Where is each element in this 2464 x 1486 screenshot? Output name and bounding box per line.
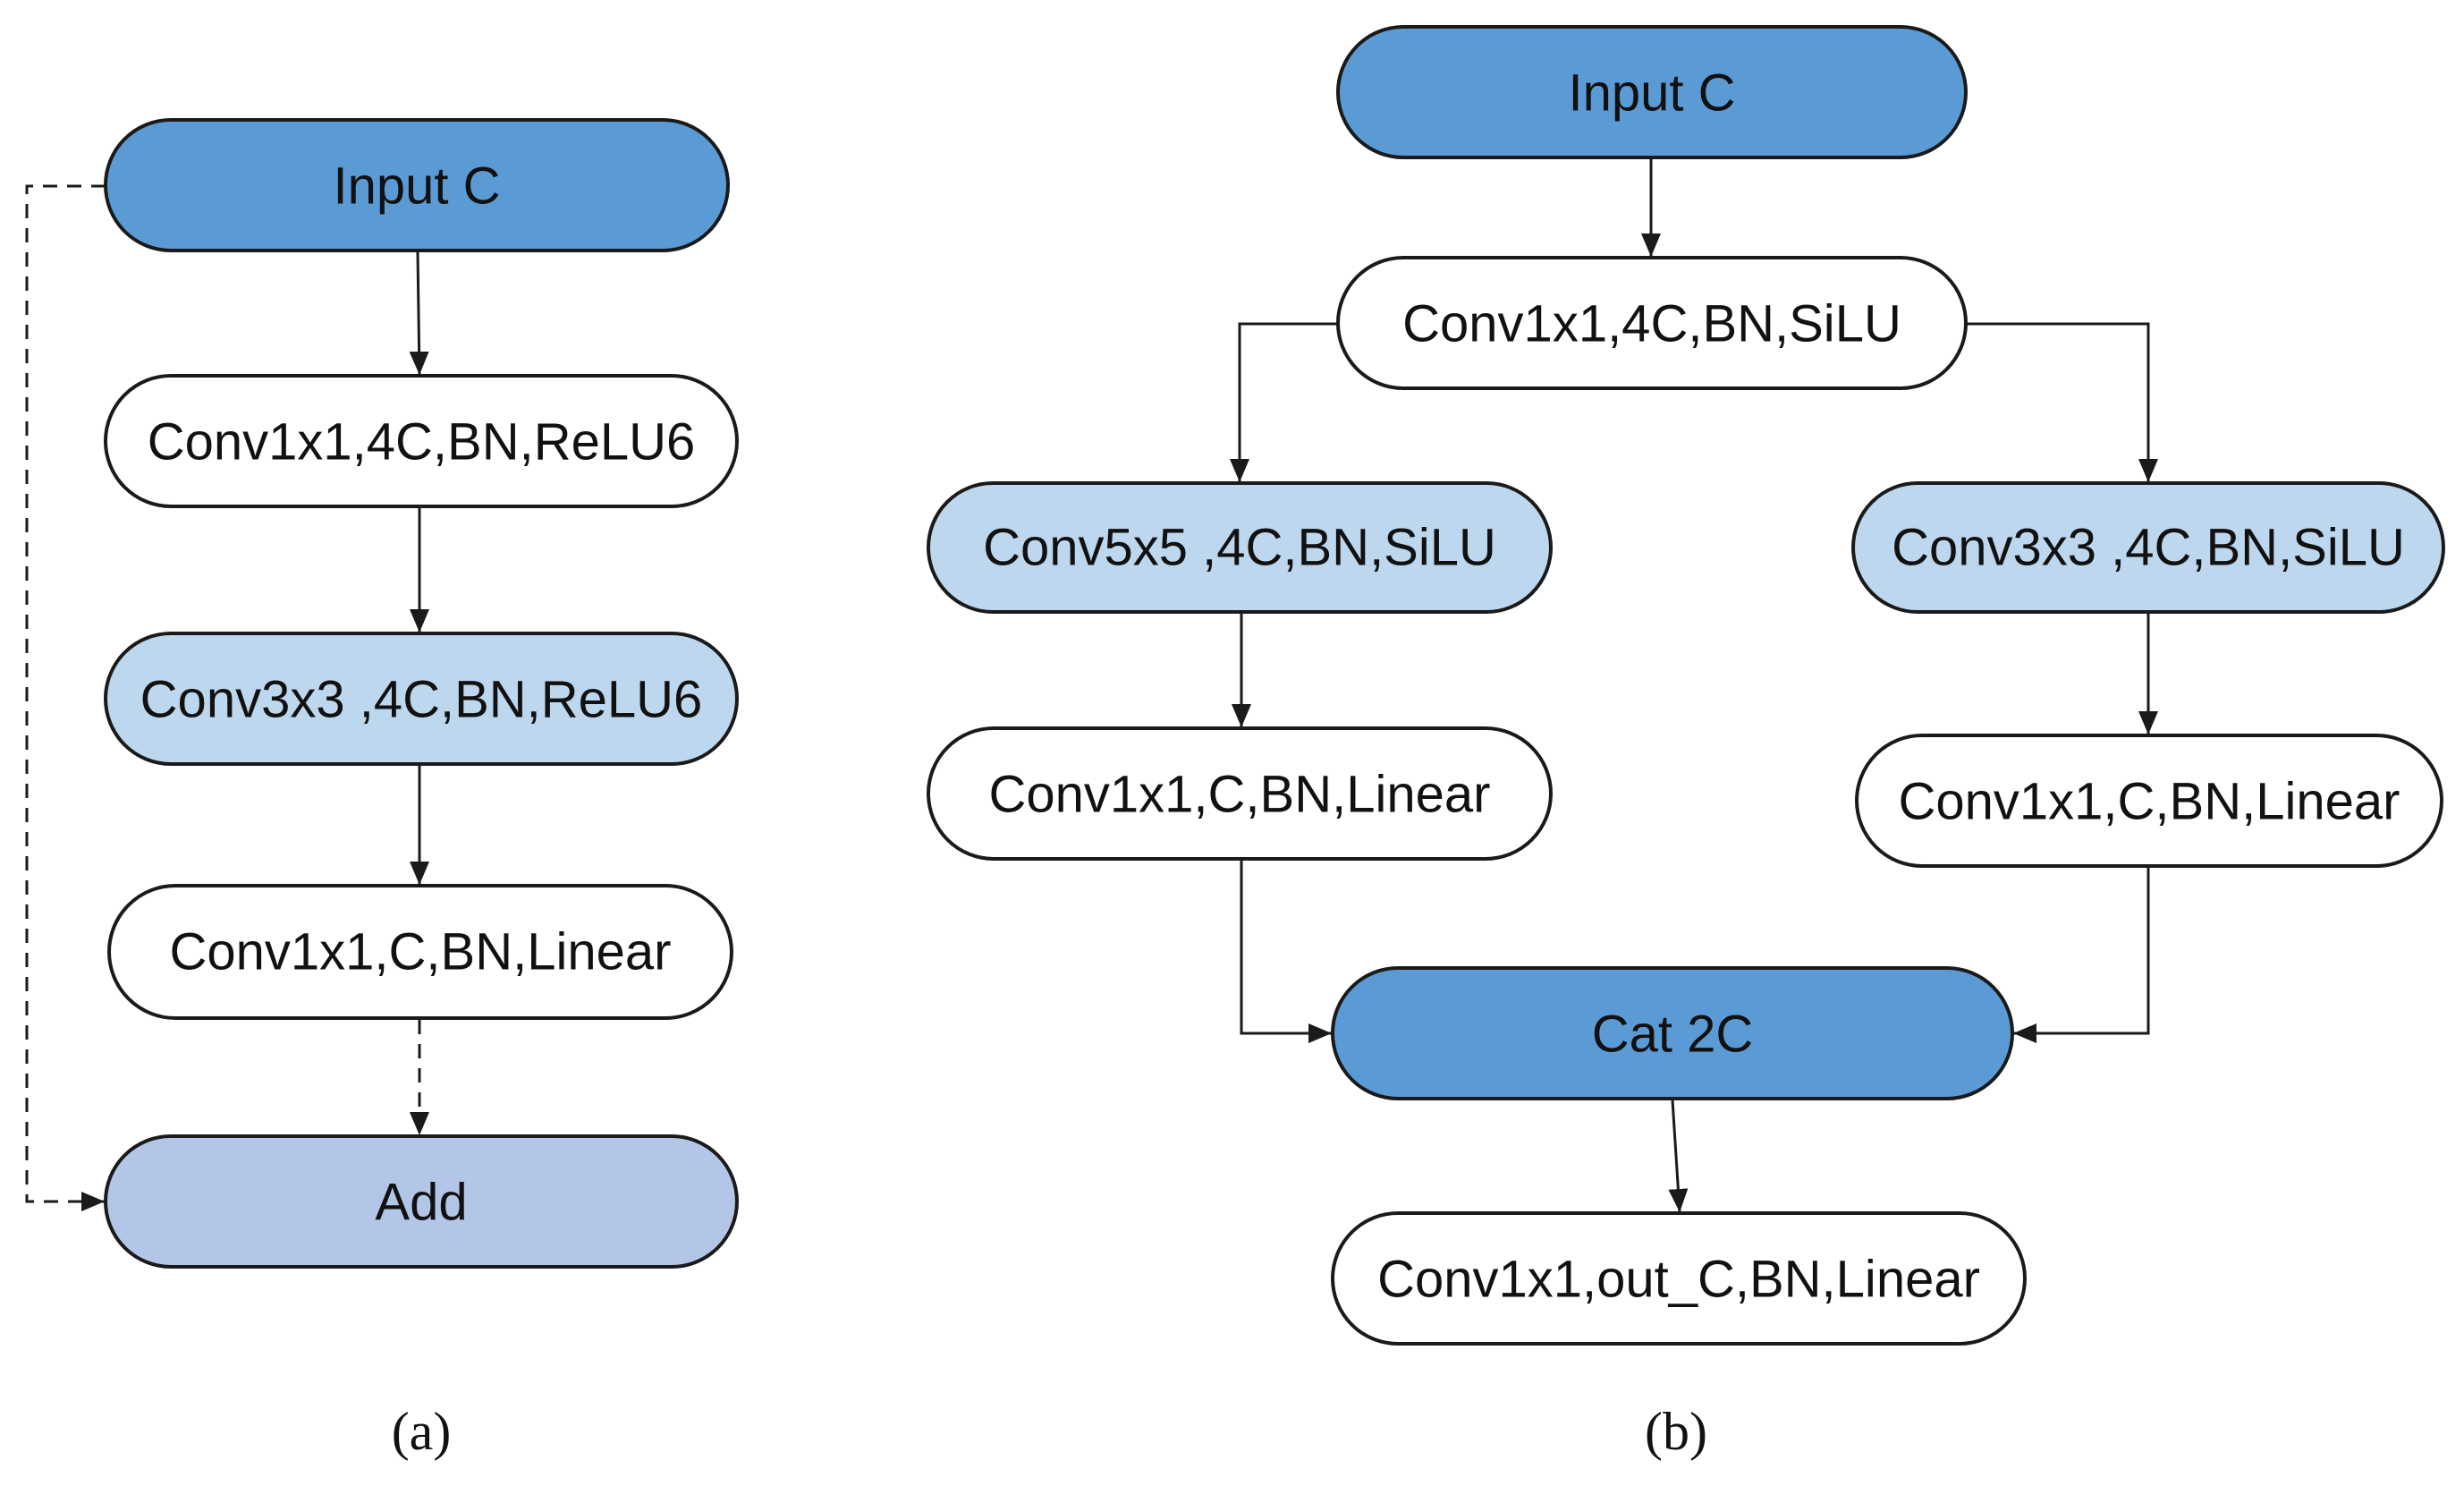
node-b-cat: Cat 2C <box>1331 966 2014 1100</box>
node-b-input: Input C <box>1336 25 1968 159</box>
edge-a-skip-connection <box>25 184 106 1211</box>
node-a-input-label: Input C <box>334 157 501 216</box>
edge-b-conv1-to-conv5 <box>1230 322 1338 482</box>
node-b-conv5x5-silu: Conv5x5 ,4C,BN,SiLU <box>927 481 1553 614</box>
node-b-conv5x5-silu-label: Conv5x5 ,4C,BN,SiLU <box>983 519 1496 577</box>
edge-a-input-to-conv1 <box>409 251 429 375</box>
node-a-conv1x1-relu6-label: Conv1x1,4C,BN,ReLU6 <box>148 413 696 471</box>
diagram-b-edges <box>1230 157 2158 1212</box>
node-b-conv1x1-linear-left: Conv1x1,C,BN,Linear <box>927 726 1553 861</box>
node-b-conv3x3-silu: Conv3x3 ,4C,BN,SiLU <box>1851 481 2445 614</box>
node-b-conv1x1-linear-right-label: Conv1x1,C,BN,Linear <box>1899 773 2400 831</box>
node-a-conv1x1-relu6: Conv1x1,4C,BN,ReLU6 <box>104 374 739 508</box>
caption-b: (b) <box>1645 1402 1707 1461</box>
node-a-input: Input C <box>104 118 730 252</box>
node-b-conv1x1-linear-left-label: Conv1x1,C,BN,Linear <box>989 766 1491 824</box>
edge-b-conv1-to-conv3 <box>1966 322 2158 482</box>
node-b-conv1x1-silu-label: Conv1x1,4C,BN,SiLU <box>1402 295 1901 353</box>
diagram-a-edges <box>25 184 429 1211</box>
caption-a: (a) <box>392 1402 452 1461</box>
diagram-a: Input C Conv1x1,4C,BN,ReLU6 Conv3x3 ,4C,… <box>25 118 739 1461</box>
node-a-conv3x3-relu6-label: Conv3x3 ,4C,BN,ReLU6 <box>140 671 703 729</box>
node-a-conv1x1-linear: Conv1x1,C,BN,Linear <box>107 884 733 1020</box>
node-b-conv1x1-silu: Conv1x1,4C,BN,SiLU <box>1336 256 1968 390</box>
node-b-conv1x1-linear-right: Conv1x1,C,BN,Linear <box>1855 734 2443 868</box>
node-b-conv1x1-out: Conv1x1,out_C,BN,Linear <box>1331 1211 2027 1346</box>
node-b-input-label: Input C <box>1569 64 1736 123</box>
node-a-add-label: Add <box>375 1174 467 1232</box>
node-b-cat-label: Cat 2C <box>1592 1006 1754 1064</box>
node-a-conv3x3-relu6: Conv3x3 ,4C,BN,ReLU6 <box>104 632 739 766</box>
diagram-b: Input C Conv1x1,4C,BN,SiLU Conv5x5 ,4C,B… <box>927 25 2445 1461</box>
node-a-add: Add <box>104 1134 739 1269</box>
node-a-conv1x1-linear-label: Conv1x1,C,BN,Linear <box>170 923 672 981</box>
node-b-conv1x1-out-label: Conv1x1,out_C,BN,Linear <box>1377 1251 1980 1309</box>
edge-b-linear-left-to-cat <box>1240 859 1332 1043</box>
edge-b-cat-to-out <box>1668 1100 1689 1212</box>
edge-b-linear-right-to-cat <box>2013 866 2150 1043</box>
node-b-conv3x3-silu-label: Conv3x3 ,4C,BN,SiLU <box>1892 519 2405 577</box>
